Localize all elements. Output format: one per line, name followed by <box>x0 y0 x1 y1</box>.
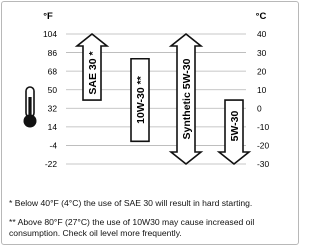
oil-viscosity-chart: °F °C 104 86 68 50 32 14 -4 -22 40 30 20 10 0 -10 -20… <box>23 11 269 169</box>
chart-frame <box>1 1 299 245</box>
left-axis-ticks: 104 86 68 50 32 14 -4 -22 <box>43 29 57 169</box>
bar-label: SAE 30 * <box>87 51 99 95</box>
bars: SAE 30 * 10W-30 ** Synthetic 5W-30 5W-30 <box>74 32 252 166</box>
right-tick-label: 10 <box>257 85 267 95</box>
right-tick-label: 20 <box>257 66 267 76</box>
bar-label: Synthetic 5W-30 <box>181 58 193 139</box>
viscosity-bar <box>130 57 150 143</box>
left-tick-label: 14 <box>48 122 58 132</box>
right-unit-label: °C <box>256 11 267 22</box>
footnote-sae30: * Below 40°F (4°C) the use of SAE 30 wil… <box>9 198 253 208</box>
left-tick-label: 86 <box>48 48 58 58</box>
right-tick-label: -20 <box>257 141 269 151</box>
viscosity-bar <box>168 32 204 166</box>
left-tick-label: 50 <box>48 85 58 95</box>
footnote-10w30: ** Above 80°F (27°C) the use of 10W30 ma… <box>9 217 255 227</box>
right-tick-label: -10 <box>257 122 269 132</box>
right-tick-label: 40 <box>257 29 267 39</box>
left-tick-label: 68 <box>48 66 58 76</box>
left-tick-label: 32 <box>48 103 58 113</box>
footnote-10w30-continued: consumption. Check oil level more freque… <box>9 228 182 238</box>
bar-label: 5W-30 <box>229 110 241 141</box>
right-tick-label: 30 <box>257 48 267 58</box>
viscosity-bar <box>216 99 252 166</box>
right-tick-label: -30 <box>257 159 269 169</box>
bar-label: 10W-30 ** <box>135 75 147 124</box>
thermometer-icon <box>23 86 37 128</box>
left-unit-label: °F <box>43 11 53 22</box>
right-tick-label: 0 <box>257 103 262 113</box>
viscosity-bar <box>74 32 110 101</box>
left-tick-label: -22 <box>45 159 57 169</box>
left-tick-label: 104 <box>43 29 57 39</box>
left-tick-label: -4 <box>50 141 58 151</box>
right-axis-ticks: 40 30 20 10 0 -10 -20 -30 <box>257 29 269 169</box>
